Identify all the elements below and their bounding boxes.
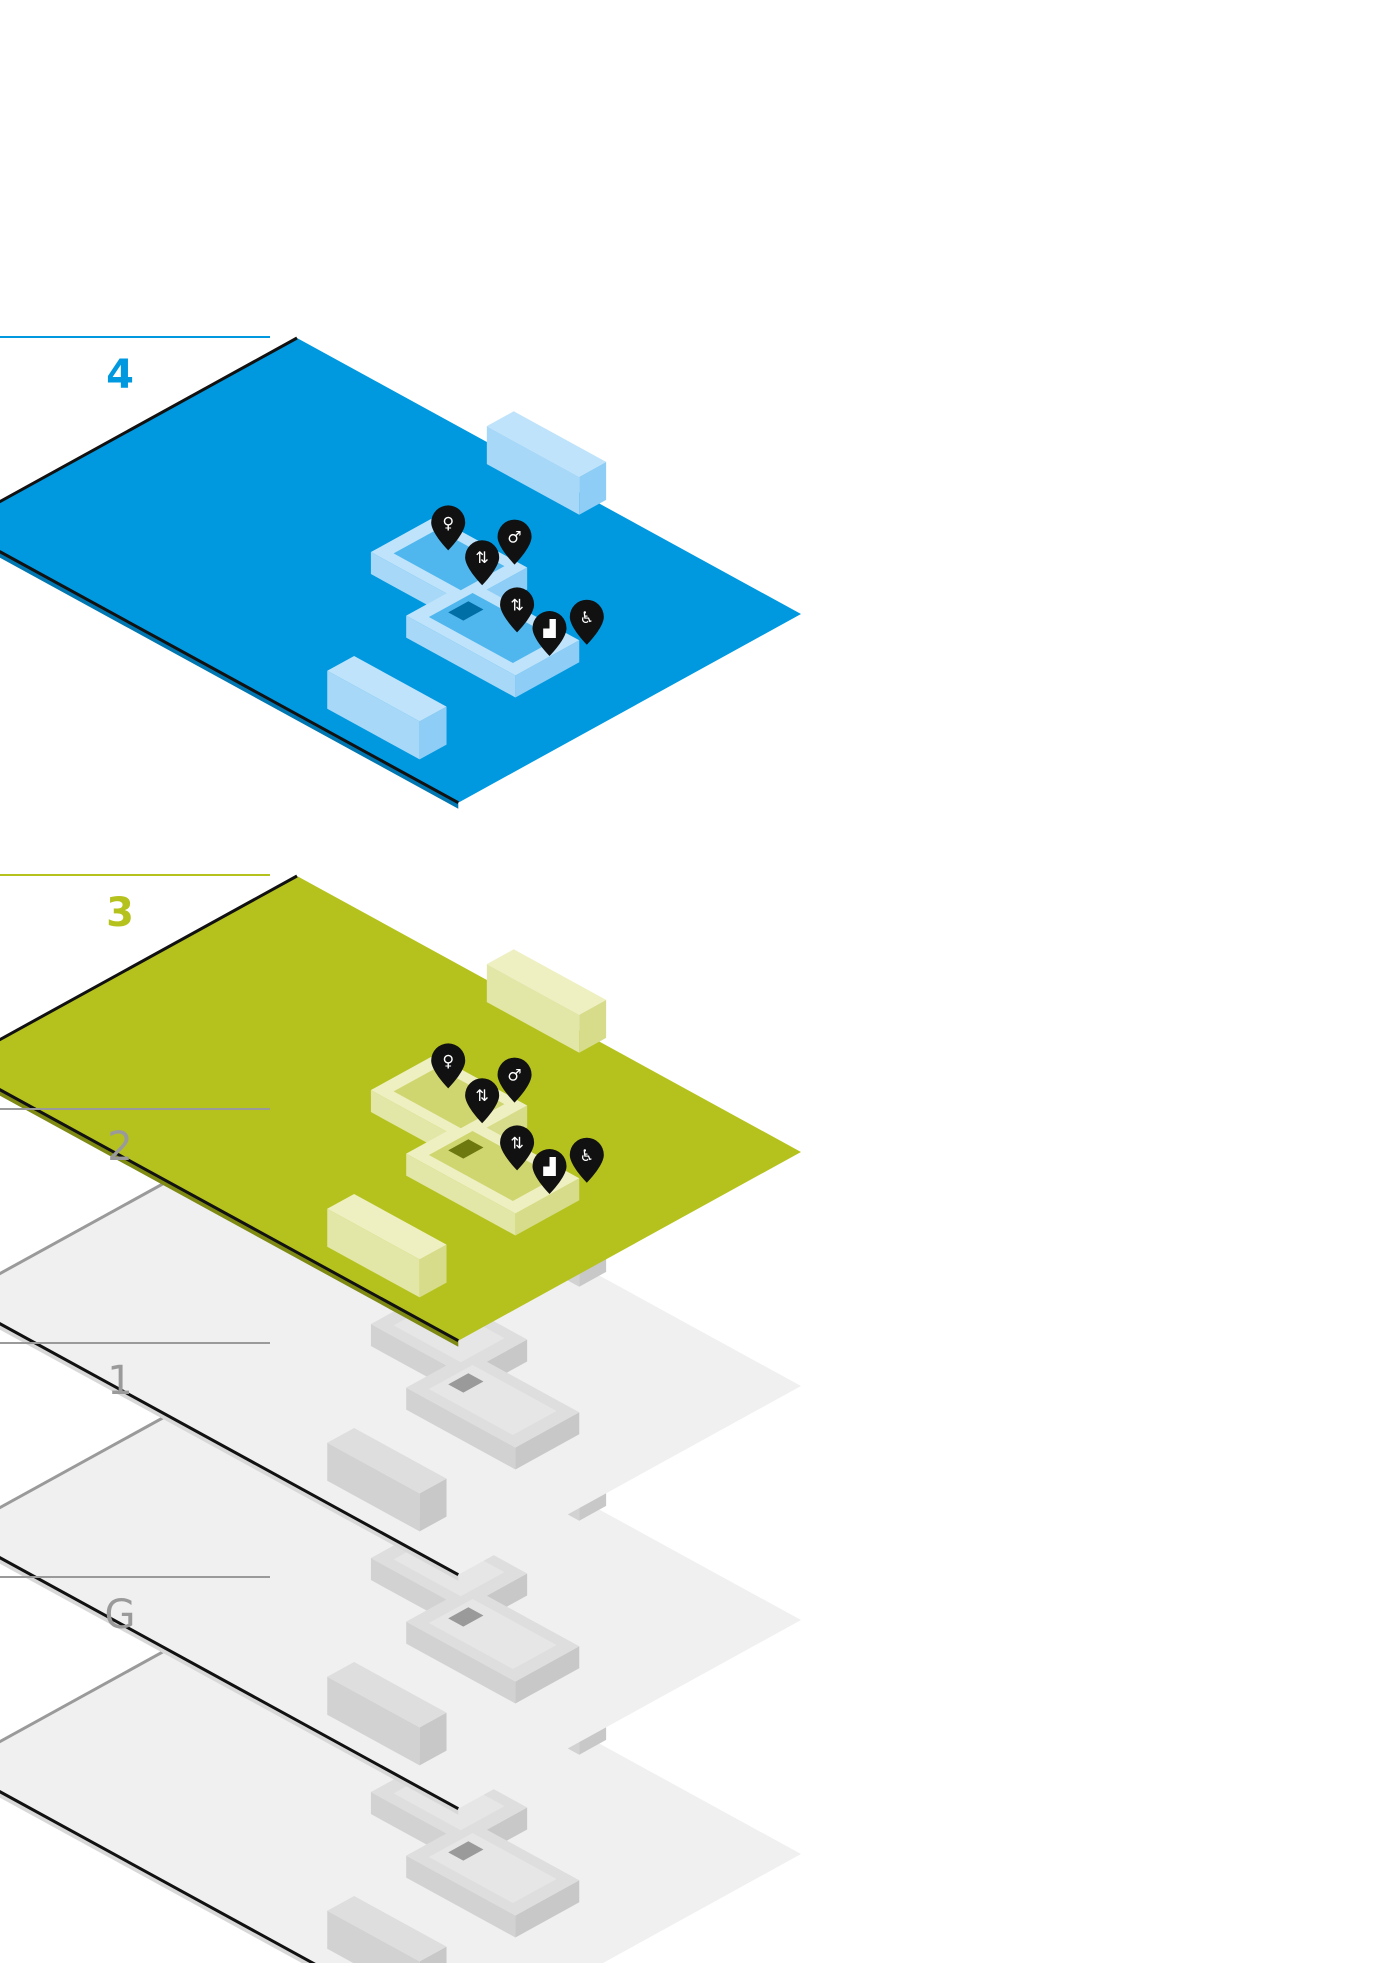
- core-right-front: [406, 1855, 516, 1938]
- stair-block-front-top: [327, 1428, 447, 1494]
- core-right-side: [515, 1178, 580, 1236]
- map-pin-shape: [431, 1043, 466, 1089]
- core-right-side: [515, 1412, 580, 1470]
- floor-outline-front: [0, 1088, 460, 1343]
- stair-block-front-front: [327, 1208, 420, 1298]
- floor-outline-front: [0, 1556, 460, 1811]
- map-pin-glyph: ▟: [542, 1157, 556, 1176]
- map-pin-glyph: ♂: [507, 1066, 521, 1085]
- core-right-side: [515, 1646, 580, 1704]
- stair-block-front-side: [419, 1946, 447, 1967]
- elevator-icon: ⇅: [500, 587, 535, 633]
- stair-block-front-front: [327, 1676, 420, 1766]
- elevator-shaft: [448, 1841, 484, 1861]
- map-pin-glyph: ♿: [580, 1146, 594, 1165]
- map-pin-shape: [532, 1149, 567, 1195]
- floor-outline-front: [0, 1790, 324, 1967]
- map-pin-glyph: ♀: [442, 1051, 454, 1070]
- female-toilet-icon: ♀: [431, 1043, 466, 1089]
- map-pin-shape: [500, 587, 535, 633]
- map-pin-glyph: ⇅: [510, 1133, 523, 1152]
- core-right-front: [406, 1621, 516, 1704]
- floor-guide-line-g: [0, 1576, 270, 1578]
- map-pin-shape: [569, 1137, 604, 1183]
- floor-label-3[interactable]: 3: [106, 890, 134, 936]
- map-pin-glyph: ⇅: [475, 548, 488, 567]
- map-pin-shape: [431, 505, 466, 551]
- elevator-shaft: [448, 1139, 484, 1159]
- floor-1: [0, 1342, 801, 1815]
- elevator-icon: ⇅: [465, 1078, 500, 1124]
- map-pin-shape: [497, 519, 532, 565]
- floor-label-1[interactable]: 1: [107, 1358, 133, 1404]
- stair-block-front-front: [327, 1442, 420, 1532]
- map-pin-shape: [465, 540, 500, 586]
- floor-label-2[interactable]: 2: [107, 1124, 133, 1170]
- map-pin-glyph: ♿: [580, 608, 594, 627]
- map-pin-shape: [569, 599, 604, 645]
- core-right-side: [515, 640, 580, 698]
- floor-label-g[interactable]: G: [104, 1592, 136, 1638]
- elevator-icon: ⇅: [500, 1125, 535, 1171]
- core-right-front: [406, 615, 516, 698]
- map-pin-glyph: ♂: [507, 528, 521, 547]
- stair-block-front-top: [327, 656, 447, 722]
- stair-block-front-top: [327, 1662, 447, 1728]
- floor-outline-left: [0, 874, 298, 1042]
- stair-block-back-side: [579, 999, 607, 1053]
- map-pin-shape: [465, 1078, 500, 1124]
- stairs-icon: ▟: [532, 1149, 567, 1195]
- floor-guide-line-2: [0, 1108, 270, 1110]
- floor-outline-front: [0, 550, 460, 805]
- male-toilet-icon: ♂: [497, 519, 532, 565]
- stair-block-front-front: [327, 1910, 420, 1967]
- floor-guide-line-3: [0, 874, 270, 876]
- floor-4: ♀ ♂ ⇅ ⇅ ♿ ▟: [0, 336, 801, 809]
- floor-label-4[interactable]: 4: [106, 352, 134, 398]
- map-pin-shape: [497, 1057, 532, 1103]
- floor-outline-front: [0, 1322, 460, 1577]
- stair-block-back-top: [486, 949, 607, 1015]
- map-pin-glyph: ▟: [542, 619, 556, 638]
- floor-3: ♀ ♂ ⇅ ⇅ ♿ ▟: [0, 874, 801, 1347]
- map-pin-glyph: ♀: [442, 513, 454, 532]
- stairs-icon: ▟: [532, 611, 567, 657]
- elevator-shaft: [448, 601, 484, 621]
- stair-block-back-top: [486, 411, 607, 477]
- floor-guide-line-4: [0, 336, 270, 338]
- core-right-front: [406, 1153, 516, 1236]
- map-pin-shape: [532, 611, 567, 657]
- male-toilet-icon: ♂: [497, 1057, 532, 1103]
- wheelchair-icon: ♿: [569, 1137, 604, 1183]
- stair-block-front-front: [327, 670, 420, 760]
- stair-block-back-front: [486, 964, 580, 1053]
- stair-block-front-top: [327, 1896, 447, 1962]
- elevator-shaft: [448, 1373, 484, 1393]
- floor-guide-line-1: [0, 1342, 270, 1344]
- map-pin-glyph: ⇅: [475, 1086, 488, 1105]
- elevator-shaft: [448, 1607, 484, 1627]
- stair-block-front-side: [419, 706, 447, 760]
- map-pin-shape: [500, 1125, 535, 1171]
- map-pin-glyph: ⇅: [510, 595, 523, 614]
- stair-block-front-top: [327, 1194, 447, 1260]
- stair-block-back-side: [579, 461, 607, 515]
- stair-block-front-side: [419, 1478, 447, 1532]
- stair-block-front-side: [419, 1712, 447, 1766]
- core-right-front: [406, 1387, 516, 1470]
- core-right-side: [515, 1880, 580, 1938]
- stair-block-back-front: [486, 426, 580, 515]
- floor-outline-left: [0, 336, 298, 504]
- elevator-icon: ⇅: [465, 540, 500, 586]
- stair-block-front-side: [419, 1244, 447, 1298]
- female-toilet-icon: ♀: [431, 505, 466, 551]
- wheelchair-icon: ♿: [569, 599, 604, 645]
